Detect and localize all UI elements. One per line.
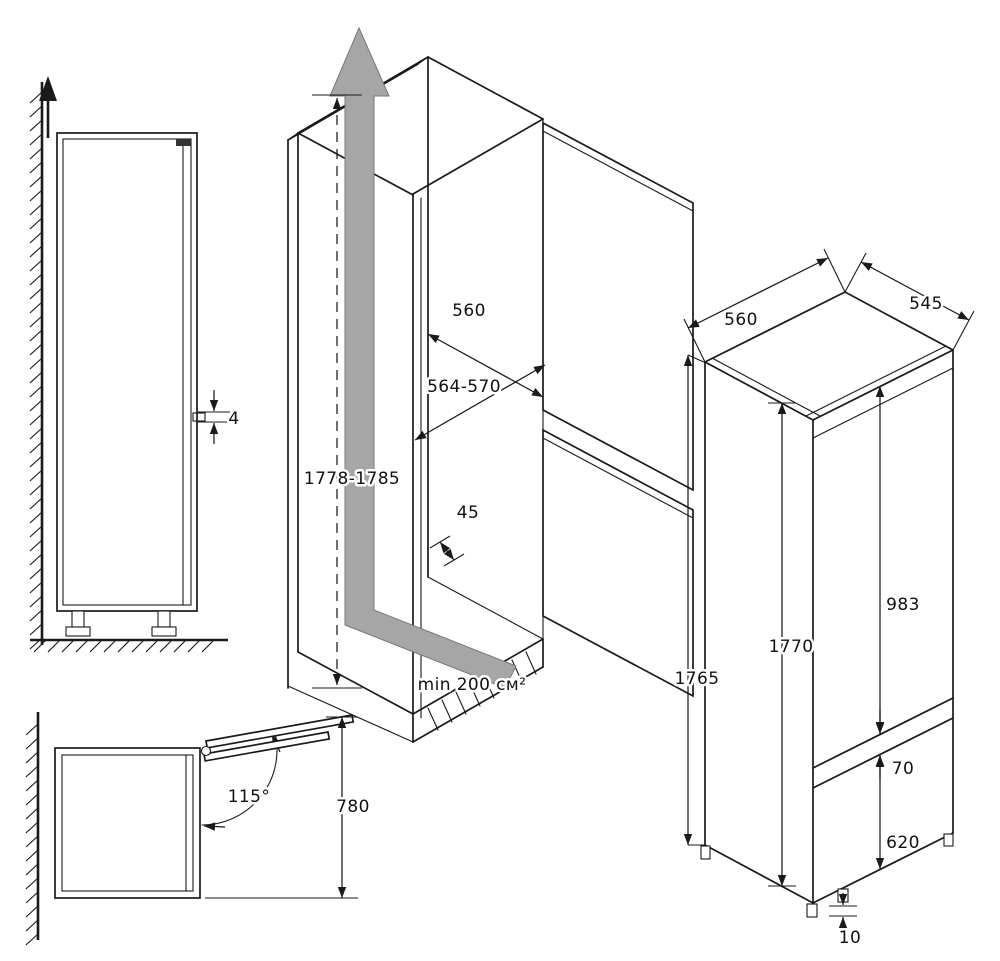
dim-arrow (875, 710, 885, 733)
foot-base (65, 626, 91, 637)
top-front-left-edge (704, 361, 814, 421)
bottom-front-edge (704, 844, 814, 904)
niche-floor-back-edge (427, 576, 544, 640)
dim-niche-height-line (332, 98, 342, 685)
ext-line (844, 252, 867, 293)
side-view: 4 (29, 76, 242, 653)
top-left-edge (704, 291, 846, 363)
dim-open-depth-line (337, 717, 347, 898)
top-panel-back-edge (427, 56, 544, 120)
opening-angle-label: 115° (228, 787, 271, 807)
wall-hatching (25, 723, 39, 946)
foot-leg (71, 610, 85, 628)
dim-plinth-recess-label: 45 (457, 503, 479, 523)
top-inset-line2 (805, 345, 947, 417)
top-panel-front-edge (412, 118, 544, 195)
top-inset-line (711, 357, 821, 417)
dim-width-label: 560 (724, 310, 758, 330)
fridge-liner-side (62, 138, 192, 606)
dim-lower-door-label: 620 (886, 833, 920, 853)
dim-niche-width-label: 560 (452, 301, 486, 321)
dim-height-front-label: 1770 (769, 637, 814, 657)
fridge-door-panel (203, 731, 331, 762)
floor-hatching (33, 639, 215, 653)
dim-depth-label: 545 (909, 294, 943, 314)
angle-arc (201, 731, 278, 826)
niche-view: 1778-1785 560 564-570 45 min 200 см² (287, 26, 694, 743)
foot-leg (157, 610, 171, 628)
foot (943, 833, 954, 847)
dim-lower-door-line (875, 755, 885, 869)
dim-base-clearance-label: 10 (839, 928, 861, 948)
dim-upper-door-label: 983 (886, 595, 920, 615)
lower-door-panel (542, 428, 694, 698)
left-wall-top-end (417, 56, 429, 65)
base-bottom-edge (287, 685, 414, 743)
dim-arrow (838, 917, 848, 930)
fridge-body-top (54, 747, 201, 899)
dim-arrow (209, 423, 219, 444)
dim-height-front-line (777, 403, 787, 886)
dim-width-line (687, 257, 829, 329)
dim-niche-width-line (427, 333, 544, 398)
airflow-arrow-icon (329, 26, 517, 689)
ext-tick (687, 354, 707, 364)
dim-door-gap-label: 70 (892, 759, 914, 779)
dim-arrow (838, 893, 848, 905)
furniture-door-panel (205, 714, 355, 749)
dim-niche-depth-line (414, 364, 546, 441)
top-view: 115° 780 (25, 712, 372, 946)
dim-niche-height-label: 1778-1785 (304, 469, 400, 489)
top-front-right-edge (812, 349, 954, 421)
dim-niche-depth-label: 564-570 (427, 377, 501, 397)
dim-door-gap-label: 4 (228, 409, 239, 429)
dim-plinth-recess-line (439, 541, 455, 561)
fridge-liner-top (61, 754, 194, 892)
up-arrow-icon (39, 76, 57, 101)
fridge-body-side (56, 132, 198, 612)
arc-arrow (203, 822, 226, 831)
appliance-view: 560 545 1765 1770 983 70 620 10 (672, 248, 975, 951)
foot (806, 903, 818, 918)
gap-detail (192, 412, 206, 422)
dim-arrow (209, 390, 219, 411)
bottom-right-edge (812, 832, 954, 904)
foot-base (151, 626, 177, 637)
ext-line (683, 318, 706, 363)
door-seam-upper (812, 697, 954, 769)
niche-floor-front-edge (297, 651, 414, 715)
vent-area-label: min 200 см² (418, 675, 527, 695)
left-wall-corner (287, 132, 299, 141)
top-back-edge (844, 291, 954, 351)
upper-door-panel (542, 121, 694, 492)
dim-upper-door-line (875, 386, 885, 734)
door-seam-lower (812, 717, 954, 789)
dim-depth-line (860, 261, 970, 321)
foot (700, 845, 711, 860)
wall-hatching (29, 91, 43, 650)
ext-line (823, 248, 846, 293)
door-top-seam (812, 367, 954, 439)
dim-open-depth-label: 780 (336, 797, 370, 817)
dim-height-rear-line (683, 355, 693, 845)
hinge-pivot-icon (200, 745, 212, 757)
ext-line (952, 310, 975, 351)
dim-height-rear-label: 1765 (675, 669, 720, 689)
hinge-detail (176, 139, 191, 146)
